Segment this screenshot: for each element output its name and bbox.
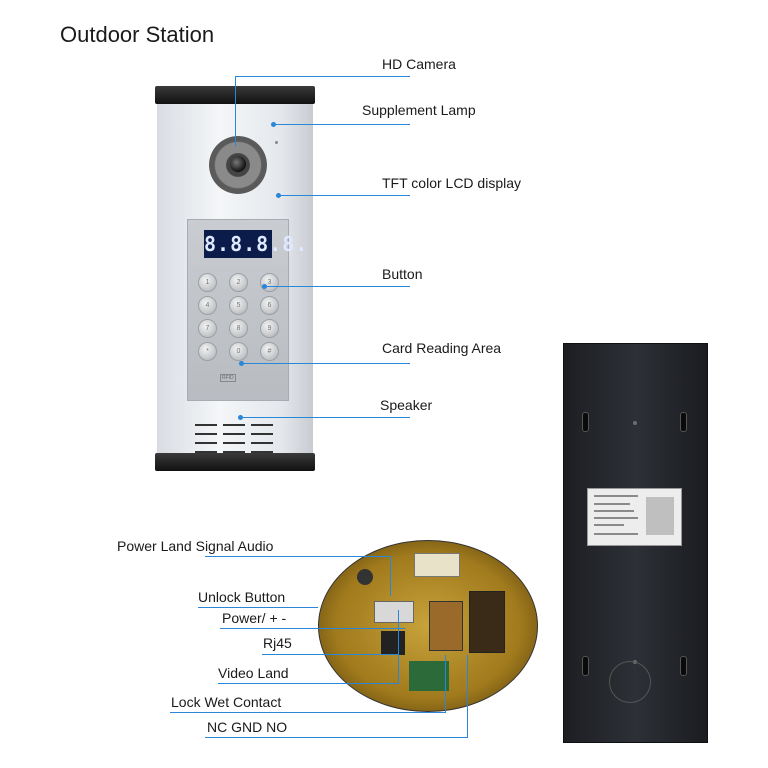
back-plate	[563, 343, 708, 743]
card-reading-label: Card Reading Area	[382, 340, 502, 356]
relay	[469, 591, 505, 653]
hd-camera-label: HD Camera	[382, 56, 456, 72]
daughter-board	[409, 661, 449, 691]
key-star: *	[198, 342, 217, 361]
camera-lens-icon	[230, 156, 246, 172]
transformer	[429, 601, 463, 651]
rj45-leader	[262, 654, 398, 655]
lcd-display: 8.8.8.8.	[204, 230, 309, 258]
power-plus-minus-leader	[220, 628, 405, 629]
supplement-lamp-leader	[274, 124, 410, 125]
unlock-button-leader	[198, 607, 318, 608]
lock-wet-contact-leader	[170, 712, 445, 713]
supplement-lamp	[275, 141, 278, 144]
card-reader: RFID	[220, 370, 256, 386]
speaker-label: Speaker	[380, 397, 433, 413]
bottom-cap	[155, 453, 315, 471]
card-reading-dot	[239, 361, 244, 366]
supplement-lamp-dot	[271, 122, 276, 127]
card-reading-leader	[242, 363, 410, 364]
tft-display-dot	[276, 193, 281, 198]
button-dot	[262, 284, 267, 289]
key-8: 8	[229, 319, 248, 338]
unlock-button-label: Unlock Button	[198, 589, 286, 605]
speaker-grille	[195, 422, 279, 462]
tft-display-leader	[279, 195, 410, 196]
terminal-connector	[374, 601, 414, 623]
capacitor	[357, 569, 373, 585]
power-land-signal-audio-label: Power Land Signal Audio	[117, 538, 274, 554]
nc-gnd-no-leader	[205, 737, 467, 738]
nc-gnd-no-label: NC GND NO	[207, 719, 288, 735]
key-5: 5	[229, 296, 248, 315]
hd-camera-leader	[235, 76, 410, 77]
chip	[381, 631, 405, 655]
video-land-label: Video Land	[218, 665, 289, 681]
rfid-tag: RFID	[220, 374, 236, 382]
hd-camera-leader-vertical	[235, 76, 236, 146]
supplement-lamp-label: Supplement Lamp	[362, 102, 476, 118]
outdoor-station: 8.8.8.8. 1 2 3 4 5 6 7 8 9 * 0 # RFID	[155, 86, 315, 471]
mount-hole	[680, 412, 687, 432]
page-title: Outdoor Station	[60, 22, 215, 47]
speaker-leader	[241, 417, 410, 418]
key-6: 6	[260, 296, 279, 315]
video-land-leader-rise	[398, 610, 399, 684]
mount-hole	[582, 656, 589, 676]
lock-wet-contact-leader-rise	[445, 655, 446, 713]
cable-entry-circle	[609, 661, 651, 703]
power-land-leader	[205, 556, 390, 557]
keypad-panel: 8.8.8.8. 1 2 3 4 5 6 7 8 9 * 0 # RFID	[187, 219, 309, 401]
circuit-board-photo	[318, 540, 538, 712]
key-hash: #	[260, 342, 279, 361]
key-2: 2	[229, 273, 248, 292]
power-plus-minus-label: Power/ + -	[222, 610, 287, 626]
rj45-label: Rj45	[263, 635, 292, 651]
button-leader	[265, 286, 410, 287]
product-label-sticker	[587, 488, 682, 546]
key-4: 4	[198, 296, 217, 315]
key-3: 3	[260, 273, 279, 292]
mount-hole	[680, 656, 687, 676]
screw-hole	[633, 421, 637, 425]
video-land-leader	[218, 683, 398, 684]
lock-wet-contact-label: Lock Wet Contact	[171, 694, 282, 710]
key-1: 1	[198, 273, 217, 292]
key-0: 0	[229, 342, 248, 361]
nc-gnd-no-leader-rise	[467, 655, 468, 738]
mount-hole	[582, 412, 589, 432]
button-label: Button	[382, 266, 423, 282]
header-connector	[414, 553, 460, 577]
speaker-dot	[238, 415, 243, 420]
power-land-leader-drop	[390, 556, 391, 596]
front-panel: 8.8.8.8. 1 2 3 4 5 6 7 8 9 * 0 # RFID	[157, 104, 313, 453]
key-9: 9	[260, 319, 279, 338]
tft-display-label: TFT color LCD display	[382, 175, 522, 191]
key-7: 7	[198, 319, 217, 338]
